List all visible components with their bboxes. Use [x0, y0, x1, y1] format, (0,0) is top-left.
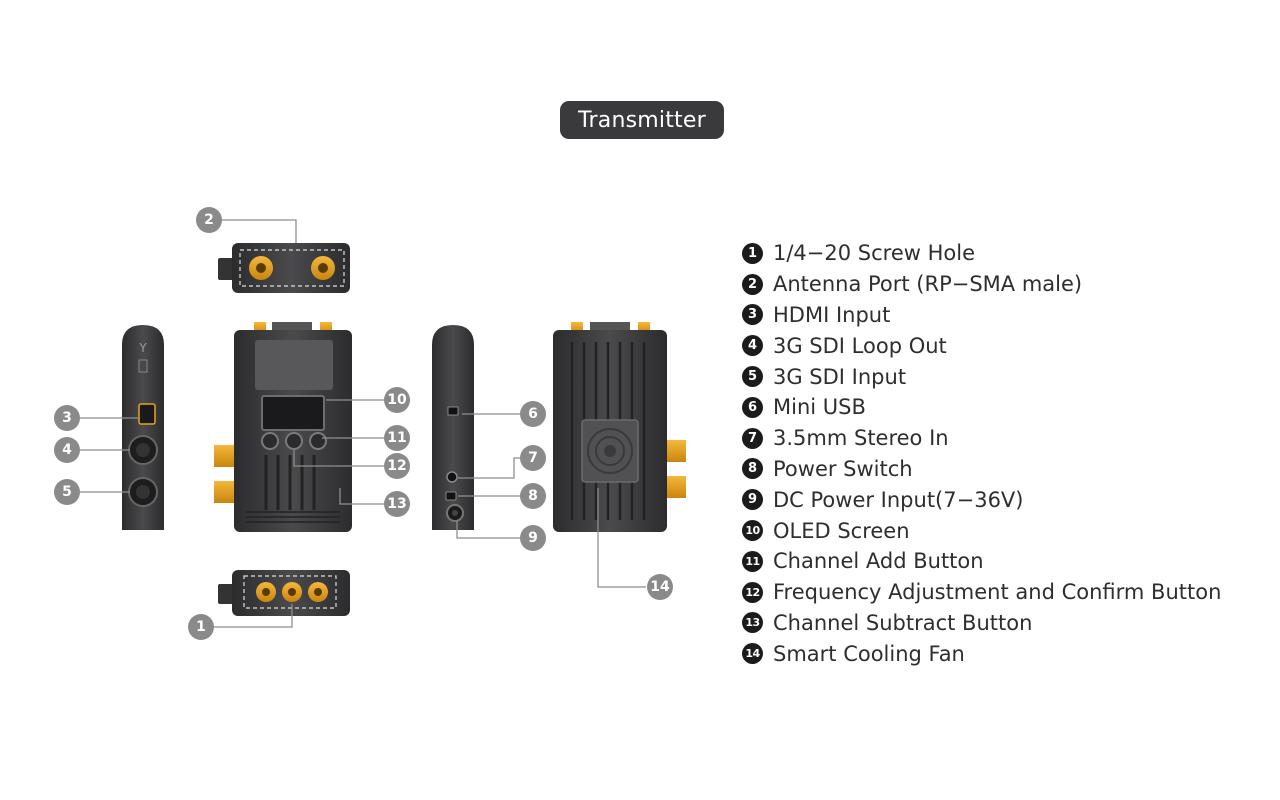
legend-label: OLED Screen	[773, 518, 910, 543]
callout-4: 4	[54, 437, 80, 463]
svg-text:6: 6	[528, 406, 538, 422]
legend-number: 4	[742, 335, 763, 357]
device-left-side-view: Y	[122, 325, 164, 530]
legend-number: 12	[742, 581, 763, 603]
callout-7: 7	[520, 445, 546, 471]
legend-label: Smart Cooling Fan	[773, 641, 965, 666]
legend-label: Mini USB	[773, 395, 866, 420]
legend-item: 11 Channel Add Button	[742, 546, 1221, 577]
legend-item: 1 1/4−20 Screw Hole	[742, 238, 1221, 269]
device-bottom-view	[218, 570, 350, 616]
svg-text:8: 8	[528, 488, 538, 504]
legend-item: 2 Antenna Port (RP−SMA male)	[742, 269, 1221, 300]
legend-item: 9 DC Power Input(7−36V)	[742, 484, 1221, 515]
svg-text:2: 2	[204, 212, 214, 228]
legend-label: 3G SDI Loop Out	[773, 333, 947, 358]
legend-number: 14	[742, 643, 763, 665]
legend-item: 7 3.5mm Stereo In	[742, 423, 1221, 454]
legend-item: 3 HDMI Input	[742, 300, 1221, 331]
legend-label: Power Switch	[773, 456, 913, 481]
legend-item: 14 Smart Cooling Fan	[742, 638, 1221, 669]
legend-number: 8	[742, 458, 763, 480]
legend-number: 2	[742, 273, 763, 295]
legend-label: Channel Add Button	[773, 549, 984, 574]
legend-number: 13	[742, 612, 763, 634]
legend-item: 4 3G SDI Loop Out	[742, 330, 1221, 361]
callout-6: 6	[520, 401, 546, 427]
callout-1: 1	[188, 614, 214, 640]
legend-label: 1/4−20 Screw Hole	[773, 241, 976, 266]
legend-label: Frequency Adjustment and Confirm Button	[773, 580, 1222, 605]
legend-item: 13 Channel Subtract Button	[742, 608, 1221, 639]
legend-number: 6	[742, 396, 763, 418]
callout-5: 5	[54, 479, 80, 505]
legend-label: 3G SDI Input	[773, 364, 907, 389]
legend-item: 5 3G SDI Input	[742, 361, 1221, 392]
device-right-side-view	[432, 325, 474, 530]
legend-label: Antenna Port (RP−SMA male)	[773, 272, 1083, 297]
device-top-view	[218, 243, 350, 293]
callout-8: 8	[520, 483, 546, 509]
legend-label: Channel Subtract Button	[773, 610, 1033, 635]
callout-2: 2	[196, 207, 222, 233]
legend-label: 3.5mm Stereo In	[773, 426, 949, 451]
confirm-button	[285, 432, 303, 450]
leader-lines	[80, 219, 646, 628]
svg-text:14: 14	[650, 579, 670, 595]
svg-text:11: 11	[387, 430, 406, 446]
svg-text:1: 1	[196, 619, 206, 635]
legend-number: 11	[742, 550, 763, 572]
svg-text:3: 3	[62, 410, 72, 426]
svg-text:10: 10	[387, 392, 407, 408]
diagram-title: Transmitter	[560, 101, 724, 139]
legend-item: 12 Frequency Adjustment and Confirm Butto…	[742, 577, 1221, 608]
svg-text:7: 7	[528, 450, 538, 466]
hdmi-port	[138, 403, 156, 425]
callout-13: 13	[384, 491, 410, 517]
svg-text:Y: Y	[138, 341, 147, 355]
svg-text:9: 9	[528, 530, 538, 546]
power-switch	[445, 491, 457, 501]
legend-item: 8 Power Switch	[742, 454, 1221, 485]
legend-label: HDMI Input	[773, 302, 891, 327]
legend-number: 3	[742, 304, 763, 326]
channel-subtract-button	[261, 432, 279, 450]
legend-number: 10	[742, 520, 763, 542]
legend-number: 5	[742, 366, 763, 388]
legend-number: 7	[742, 427, 763, 449]
svg-text:5: 5	[62, 484, 72, 500]
legend-number: 1	[742, 242, 763, 264]
legend-item: 6 Mini USB	[742, 392, 1221, 423]
callout-12: 12	[384, 453, 410, 479]
callout-11: 11	[384, 425, 410, 451]
device-back-view	[553, 322, 686, 532]
mini-usb-port	[447, 406, 459, 416]
oled-screen	[261, 395, 325, 431]
callout-9: 9	[520, 525, 546, 551]
device-front-view	[214, 322, 352, 532]
callout-3: 3	[54, 405, 80, 431]
audio-jack	[446, 471, 458, 483]
legend-item: 10 OLED Screen	[742, 515, 1221, 546]
callout-10: 10	[384, 387, 410, 413]
legend-label: DC Power Input(7−36V)	[773, 487, 1024, 512]
svg-text:4: 4	[62, 442, 72, 458]
legend-list: 1 1/4−20 Screw Hole 2 Antenna Port (RP−SMA…	[742, 238, 1221, 669]
callout-14: 14	[647, 574, 673, 600]
legend-number: 9	[742, 489, 763, 511]
svg-text:13: 13	[387, 496, 406, 512]
svg-text:12: 12	[387, 458, 406, 474]
channel-add-button	[309, 432, 327, 450]
